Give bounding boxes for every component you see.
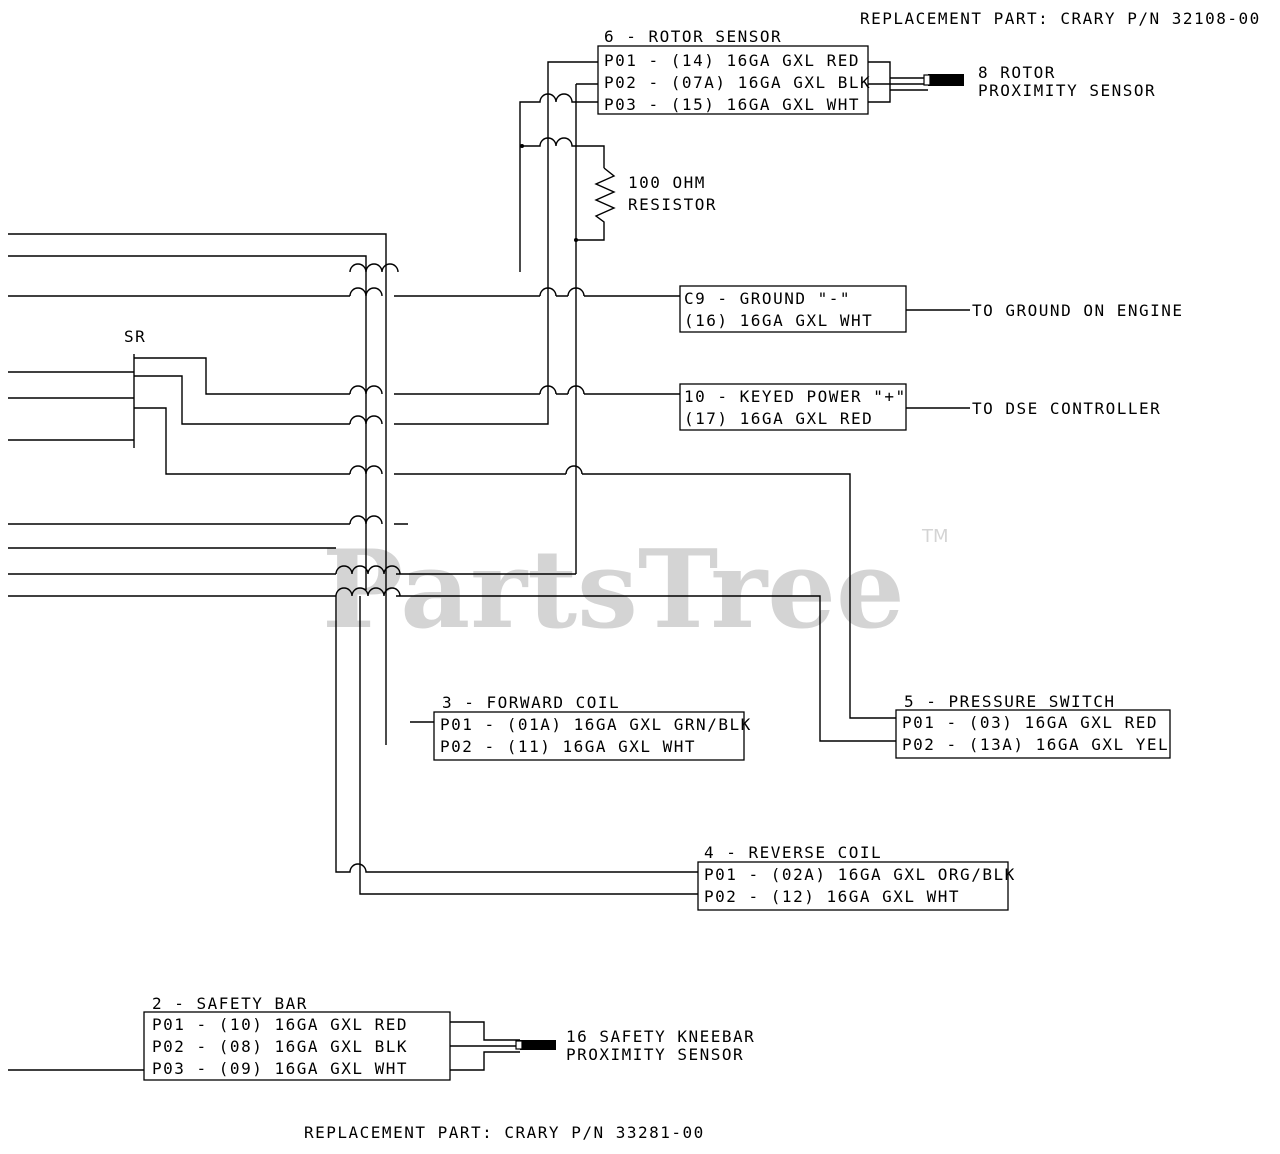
rotor-sensor-pin-2: P02 - (07A) 16GA GXL BLK bbox=[604, 73, 871, 92]
pressure-switch-connector: 5 - PRESSURE SWITCH P01 - (03) 16GA GXL … bbox=[895, 692, 1171, 759]
forward-coil-title: 3 - FORWARD COIL bbox=[442, 693, 620, 712]
pressure-switch-pin-2: P02 - (13A) 16GA GXL YEL bbox=[902, 735, 1169, 754]
reverse-coil-pin-1: P01 - (02A) 16GA GXL ORG/BLK bbox=[704, 865, 1016, 884]
safety-bar-connector: 2 - SAFETY BAR P01 - (10) 16GA GXL RED P… bbox=[143, 994, 755, 1081]
resistor-label-2: RESISTOR bbox=[628, 195, 717, 214]
ground-line-1: C9 - GROUND "-" bbox=[684, 289, 851, 308]
rotor-device-label-2: PROXIMITY SENSOR bbox=[978, 81, 1156, 100]
kneebar-device-label-1: 16 SAFETY KNEEBAR bbox=[566, 1027, 755, 1046]
replacement-part-top: REPLACEMENT PART: CRARY P/N 32108-00 bbox=[860, 9, 1261, 28]
ground-connector: C9 - GROUND "-" (16) 16GA GXL WHT TO GRO… bbox=[679, 285, 1184, 333]
reverse-coil-connector: 4 - REVERSE COIL P01 - (02A) 16GA GXL OR… bbox=[697, 843, 1016, 911]
safety-bar-pin-2: P02 - (08) 16GA GXL BLK bbox=[152, 1037, 408, 1056]
forward-coil-pin-1: P01 - (01A) 16GA GXL GRN/BLK bbox=[440, 715, 752, 734]
rotor-sensor-connector: 6 - ROTOR SENSOR P01 - (14) 16GA GXL RED… bbox=[597, 27, 1156, 115]
keyed-power-connector: 10 - KEYED POWER "+" (17) 16GA GXL RED T… bbox=[679, 383, 1161, 431]
reverse-coil-pin-2: P02 - (12) 16GA GXL WHT bbox=[704, 887, 960, 906]
resistor: 100 OHM RESISTOR bbox=[628, 173, 717, 214]
reverse-coil-title: 4 - REVERSE COIL bbox=[704, 843, 882, 862]
rotor-device-label-1: 8 ROTOR bbox=[978, 63, 1056, 82]
replacement-part-bottom: REPLACEMENT PART: CRARY P/N 33281-00 bbox=[304, 1123, 705, 1142]
forward-coil-pin-2: P02 - (11) 16GA GXL WHT bbox=[440, 737, 696, 756]
rotor-sensor-pin-3: P03 - (15) 16GA GXL WHT bbox=[604, 95, 860, 114]
keyed-power-line-1: 10 - KEYED POWER "+" bbox=[684, 387, 907, 406]
pressure-switch-title: 5 - PRESSURE SWITCH bbox=[904, 692, 1116, 711]
rotor-sensor-title: 6 - ROTOR SENSOR bbox=[604, 27, 782, 46]
rotor-sensor-pin-1: P01 - (14) 16GA GXL RED bbox=[604, 51, 860, 70]
wires bbox=[8, 61, 970, 1071]
ground-line-2: (16) 16GA GXL WHT bbox=[684, 311, 873, 330]
keyed-power-destination: TO DSE CONTROLLER bbox=[972, 399, 1161, 418]
watermark: PartsTree bbox=[322, 527, 905, 653]
resistor-label-1: 100 OHM bbox=[628, 173, 706, 192]
keyed-power-line-2: (17) 16GA GXL RED bbox=[684, 409, 873, 428]
safety-bar-pin-1: P01 - (10) 16GA GXL RED bbox=[152, 1015, 408, 1034]
ground-destination: TO GROUND ON ENGINE bbox=[972, 301, 1184, 320]
kneebar-device-label-2: PROXIMITY SENSOR bbox=[566, 1045, 744, 1064]
pressure-switch-pin-1: P01 - (03) 16GA GXL RED bbox=[902, 713, 1158, 732]
safety-bar-pin-3: P03 - (09) 16GA GXL WHT bbox=[152, 1059, 408, 1078]
sr-label: SR bbox=[124, 327, 146, 346]
safety-bar-title: 2 - SAFETY BAR bbox=[152, 994, 308, 1013]
forward-coil-connector: 3 - FORWARD COIL P01 - (01A) 16GA GXL GR… bbox=[433, 693, 752, 761]
trademark-mark: TM bbox=[921, 526, 949, 547]
